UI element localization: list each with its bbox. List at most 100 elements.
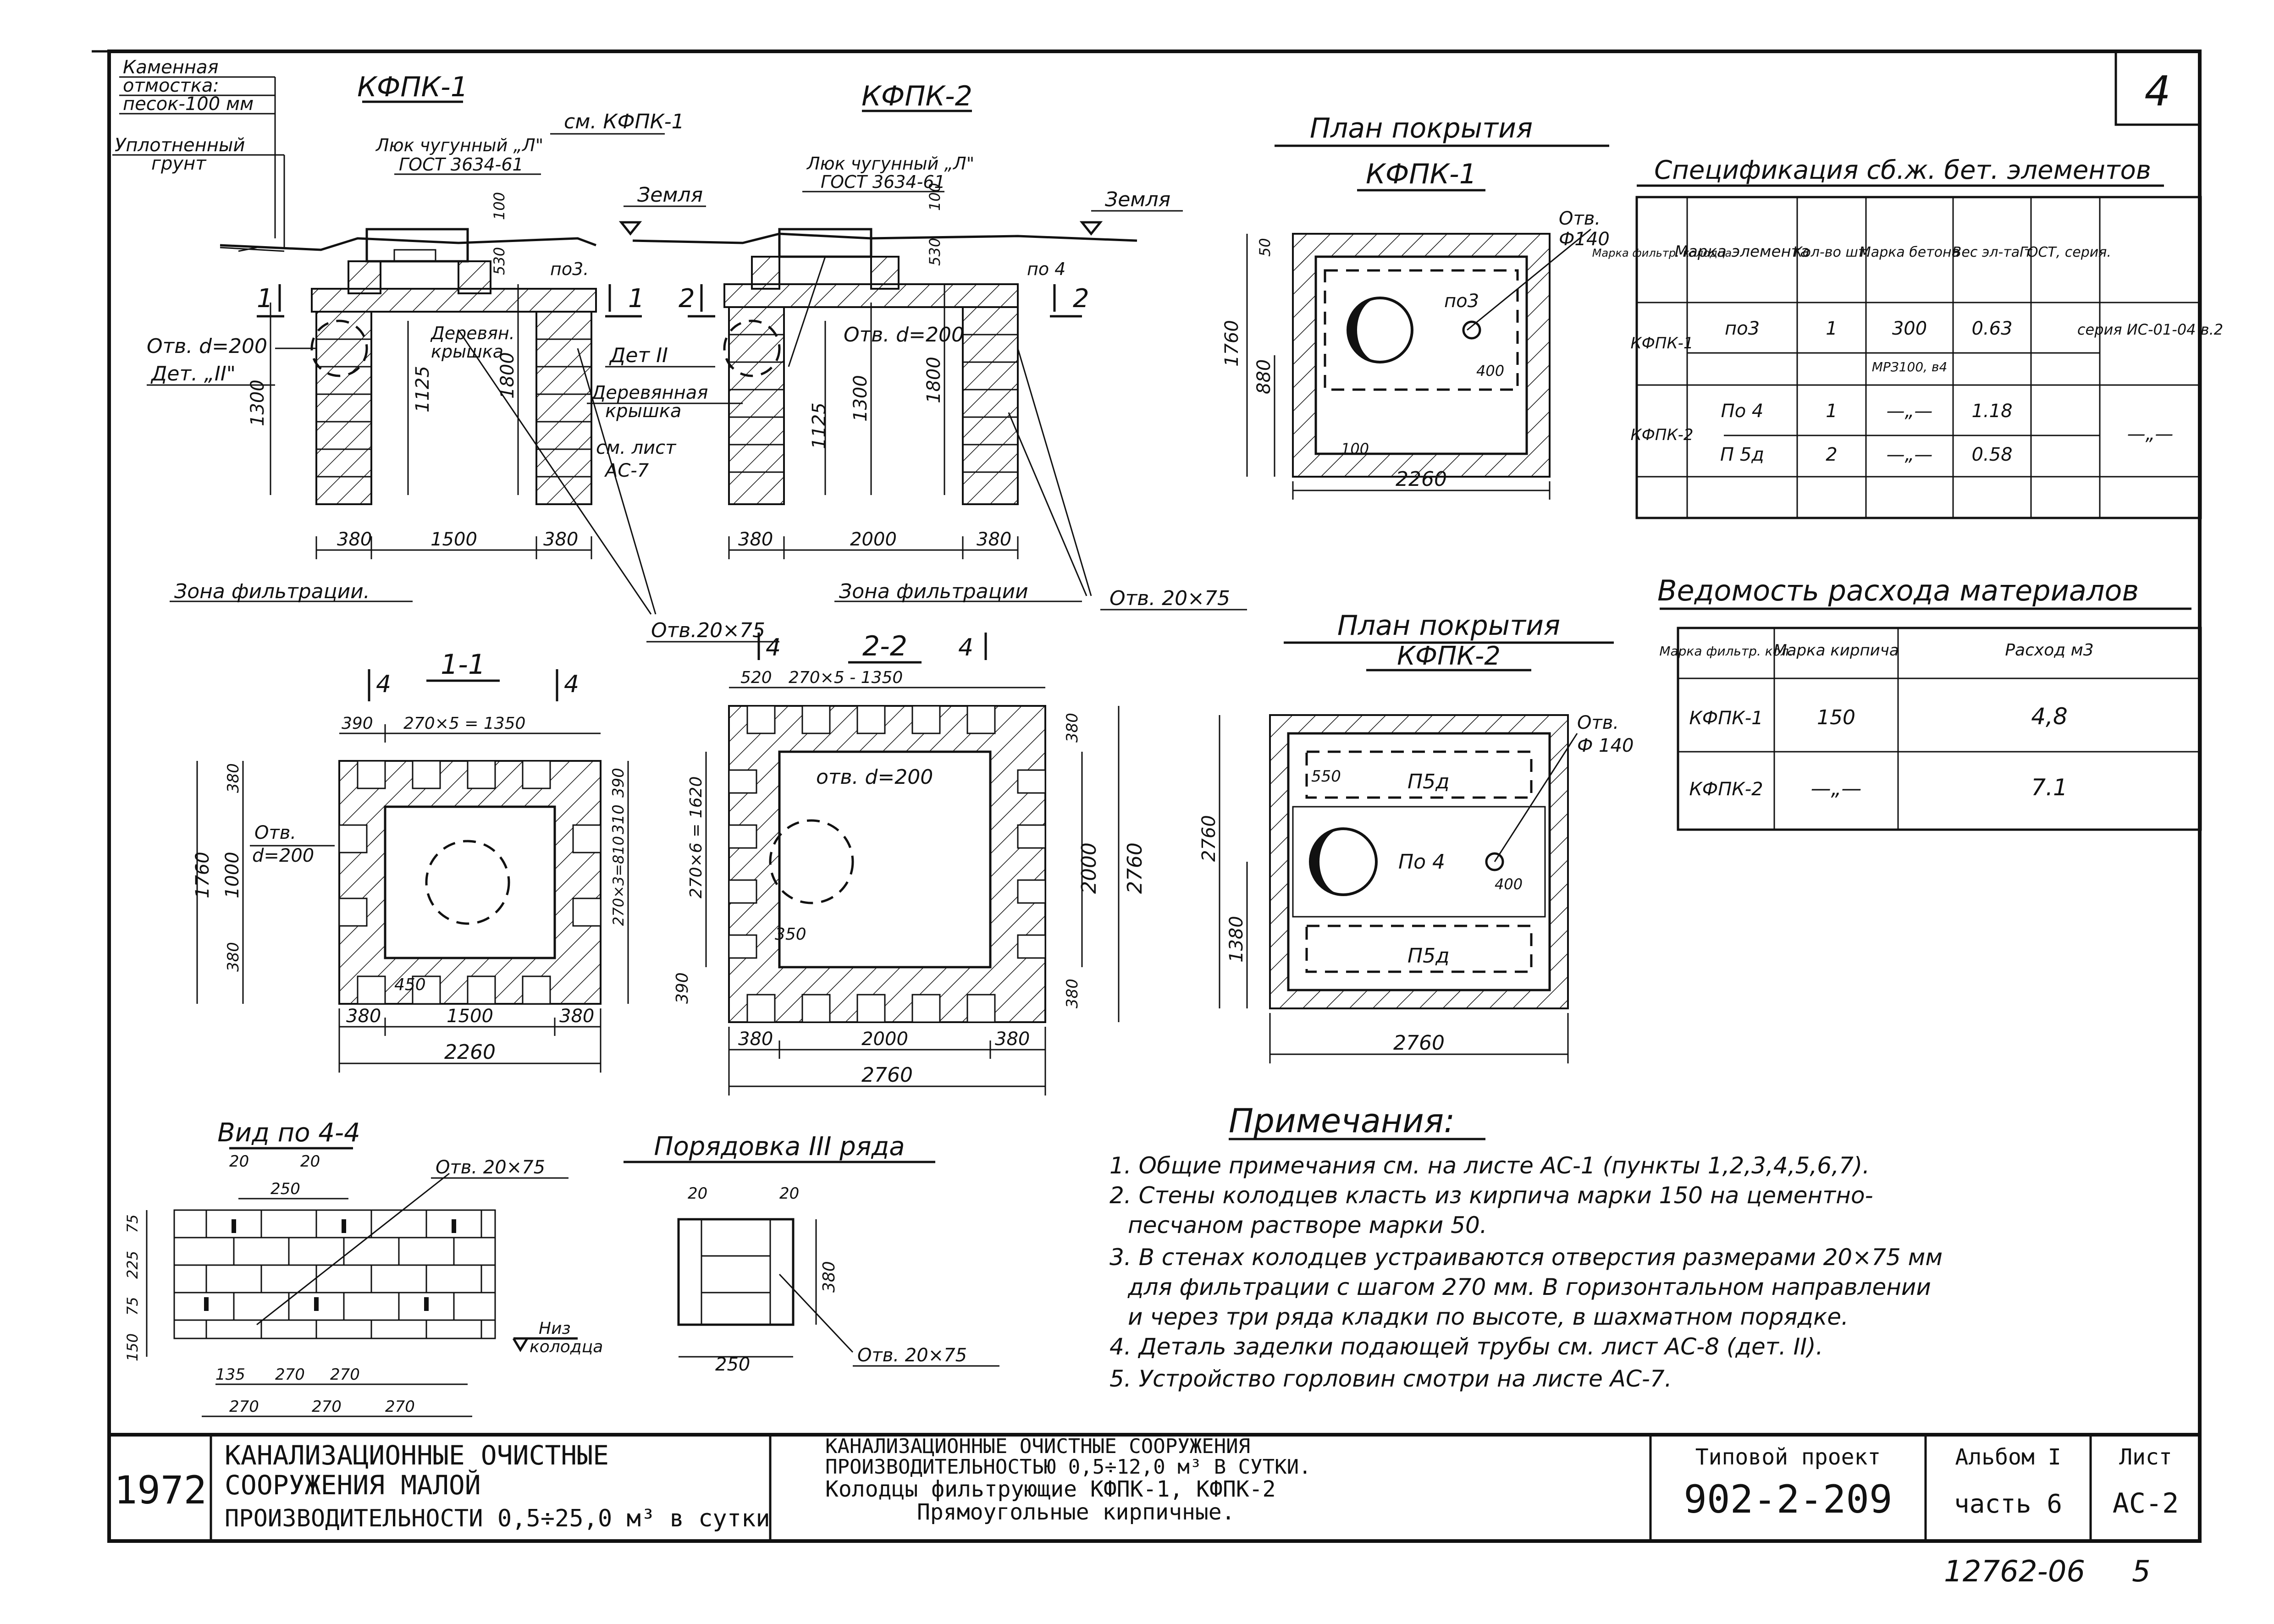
- svg-text:450: 450: [394, 975, 426, 994]
- svg-text:400: 400: [1476, 362, 1504, 380]
- note-line: 2. Стены колодцев класть из кирпича марк…: [1109, 1182, 1873, 1209]
- svg-text:380: 380: [738, 1029, 773, 1050]
- svg-text:1500: 1500: [431, 529, 477, 550]
- svg-text:270: 270: [275, 1365, 305, 1384]
- kfpk1-title: КФПК-1: [357, 71, 468, 103]
- kfpk2-ground-left: Земля: [637, 183, 703, 207]
- svg-text:50: 50: [1256, 238, 1274, 257]
- plan-kfpk2-opening: Отв.: [1577, 712, 1619, 733]
- note-line: и через три ряда кладки по высоте, в шах…: [1128, 1304, 1849, 1330]
- svg-text:390: 390: [609, 768, 628, 798]
- sheet-number: 4: [2144, 67, 2170, 116]
- svg-text:песок-100 мм: песок-100 мм: [123, 94, 254, 115]
- svg-text:2000: 2000: [861, 1029, 908, 1050]
- materials-row-1-mark: КФПК-1: [1689, 708, 1763, 729]
- svg-text:380: 380: [346, 1006, 381, 1027]
- notes-title: Примечания:: [1229, 1101, 1455, 1140]
- svg-text:380: 380: [559, 1006, 594, 1027]
- svg-text:100: 100: [491, 192, 508, 220]
- plan-kfpk1-title: План покрытия: [1310, 112, 1533, 144]
- svg-text:270: 270: [312, 1398, 342, 1416]
- svg-text:4: 4: [564, 671, 579, 698]
- kfpk1-lid: Деревян.: [430, 323, 515, 343]
- svg-text:380: 380: [820, 1261, 839, 1293]
- svg-text:Марка бетона: Марка бетона: [1859, 244, 1960, 260]
- svg-text:270×5 = 1350: 270×5 = 1350: [403, 714, 525, 733]
- sheet-code: АС-2: [2113, 1487, 2179, 1519]
- svg-text:75: 75: [124, 1297, 141, 1316]
- kfpk2-title: КФПК-2: [861, 80, 972, 112]
- note-line: 4. Деталь заделки подающей трубы см. лис…: [1109, 1333, 1823, 1360]
- svg-text:380: 380: [1063, 713, 1082, 743]
- svg-text:Уплотненный: Уплотненный: [115, 135, 245, 156]
- plan-kfpk2-title: План покрытия: [1337, 610, 1560, 642]
- svg-text:4: 4: [376, 671, 391, 698]
- svg-text:крышка: крышка: [605, 401, 681, 422]
- svg-text:250: 250: [715, 1354, 750, 1375]
- svg-text:—„—: —„—: [1811, 777, 1862, 800]
- svg-text:150: 150: [1817, 706, 1855, 729]
- svg-text:4: 4: [958, 634, 973, 661]
- svg-text:Колодцы фильтрующие КФПК-1, КФ: Колодцы фильтрующие КФПК-1, КФПК-2: [825, 1476, 1276, 1502]
- svg-text:1760: 1760: [192, 852, 213, 898]
- svg-text:20: 20: [300, 1152, 320, 1171]
- svg-text:270×3=810: 270×3=810: [610, 836, 627, 926]
- drawing-name: КАНАЛИЗАЦИОННЫЕ ОЧИСТНЫЕ СООРУЖЕНИЯ: [825, 1435, 1250, 1458]
- svg-text:270×5 - 1350: 270×5 - 1350: [789, 668, 903, 687]
- svg-text:390: 390: [673, 972, 692, 1004]
- svg-text:—„—: —„—: [1887, 401, 1933, 422]
- svg-text:0.63: 0.63: [1971, 318, 2012, 339]
- svg-text:Кол-во шт.: Кол-во шт.: [1793, 244, 1871, 260]
- spec-row-1-mark: КФПК-1: [1630, 334, 1693, 352]
- svg-text:крышка: крышка: [431, 341, 503, 362]
- svg-text:250: 250: [270, 1180, 300, 1198]
- materials-row-2-mark: КФПК-2: [1689, 779, 1763, 800]
- kfpk2-zone: Зона фильтрации: [839, 580, 1028, 603]
- view-4-4-title: Вид по 4-4: [217, 1118, 360, 1148]
- note-line: 1. Общие примечания см. на листе АС-1 (п…: [1109, 1152, 1870, 1179]
- svg-text:135: 135: [215, 1365, 245, 1384]
- svg-text:d=200: d=200: [252, 845, 314, 866]
- svg-text:880: 880: [1253, 359, 1275, 394]
- svg-text:1300: 1300: [850, 375, 871, 422]
- kfpk2-cut-right: 2: [1073, 284, 1089, 314]
- slots-left-label: Отв.20×75: [651, 619, 765, 642]
- svg-text:20: 20: [688, 1184, 707, 1203]
- kfpk2-lid: Деревянная: [591, 382, 708, 403]
- svg-text:20: 20: [229, 1152, 249, 1171]
- svg-text:П 5д: П 5д: [1720, 444, 1764, 465]
- plan-kfpk1-opening: Отв.: [1559, 208, 1601, 229]
- spec-table: Спецификация сб.ж. бет. элементов Марка …: [1592, 155, 2223, 519]
- section-2-2-title: 2-2: [862, 630, 907, 662]
- note-line: 3. В стенах колодцев устраиваются отверс…: [1109, 1244, 1943, 1271]
- svg-text:ГОСТ, серия.: ГОСТ, серия.: [2020, 244, 2111, 260]
- kfpk2-sheet-ref: см. лист: [596, 437, 677, 458]
- section-1-1-title: 1-1: [441, 649, 486, 681]
- svg-text:380: 380: [995, 1029, 1030, 1050]
- svg-text:550: 550: [1311, 767, 1341, 786]
- plan-kfpk2-slab-top: П5д: [1407, 770, 1450, 793]
- svg-text:380: 380: [224, 763, 243, 793]
- svg-text:по3: по3: [1725, 318, 1760, 339]
- svg-text:380: 380: [977, 529, 1011, 550]
- svg-text:2000: 2000: [1077, 842, 1101, 894]
- svg-text:4: 4: [766, 634, 781, 661]
- svg-text:—„—: —„—: [2127, 424, 2174, 445]
- note-line: песчаном растворе марки 50.: [1128, 1212, 1487, 1239]
- svg-text:2760: 2760: [1393, 1031, 1445, 1055]
- svg-text:270: 270: [229, 1398, 259, 1416]
- svg-text:1500: 1500: [447, 1006, 493, 1027]
- svg-text:350: 350: [775, 925, 806, 944]
- kfpk2-section: КФПК-2 Люк чугунный „Л" ГОСТ 3634-61 Зем…: [587, 80, 1183, 603]
- svg-text:серия ИС-01-04 в.2: серия ИС-01-04 в.2: [2077, 321, 2223, 338]
- kfpk1-cut-left: 1: [257, 284, 273, 314]
- album-part: часть 6: [1954, 1489, 2062, 1519]
- materials-table-title: Ведомость расхода материалов: [1657, 574, 2139, 607]
- svg-text:4,8: 4,8: [2031, 703, 2068, 730]
- svg-text:270×6 = 1620: 270×6 = 1620: [687, 776, 706, 898]
- project-name: КАНАЛИЗАЦИОННЫЕ ОЧИСТНЫЕ: [225, 1440, 609, 1471]
- svg-text:1125: 1125: [809, 402, 830, 449]
- kfpk1-cut-right: 1: [628, 284, 645, 314]
- svg-text:1: 1: [1826, 318, 1837, 339]
